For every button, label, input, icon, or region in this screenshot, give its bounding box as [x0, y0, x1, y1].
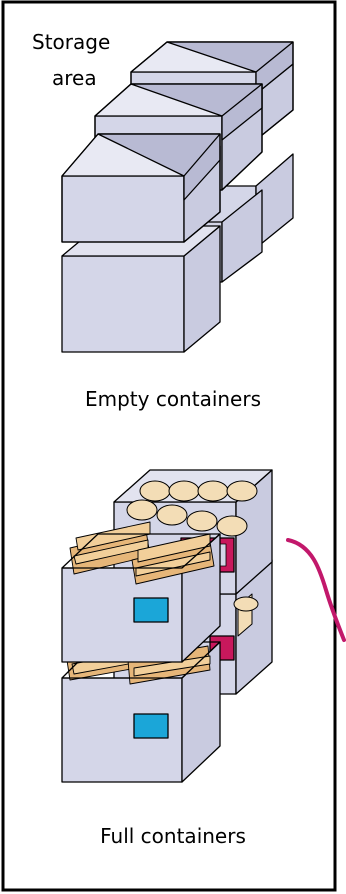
storage-area-title-line2: area: [52, 66, 97, 90]
storage-area-title-line1: Storage: [32, 30, 110, 54]
empty-containers-label: Empty containers: [0, 387, 346, 411]
blue-tag-upper: [134, 598, 168, 622]
empty-containers-stack: [62, 42, 293, 352]
blue-tag-lower: [134, 714, 168, 738]
full-box-front-upper: [62, 522, 220, 662]
empty-box-front-upper: [62, 134, 220, 242]
full-containers-label: Full containers: [0, 824, 346, 848]
empty-box-front-lower: [62, 226, 220, 352]
full-containers-stack: [62, 470, 272, 782]
